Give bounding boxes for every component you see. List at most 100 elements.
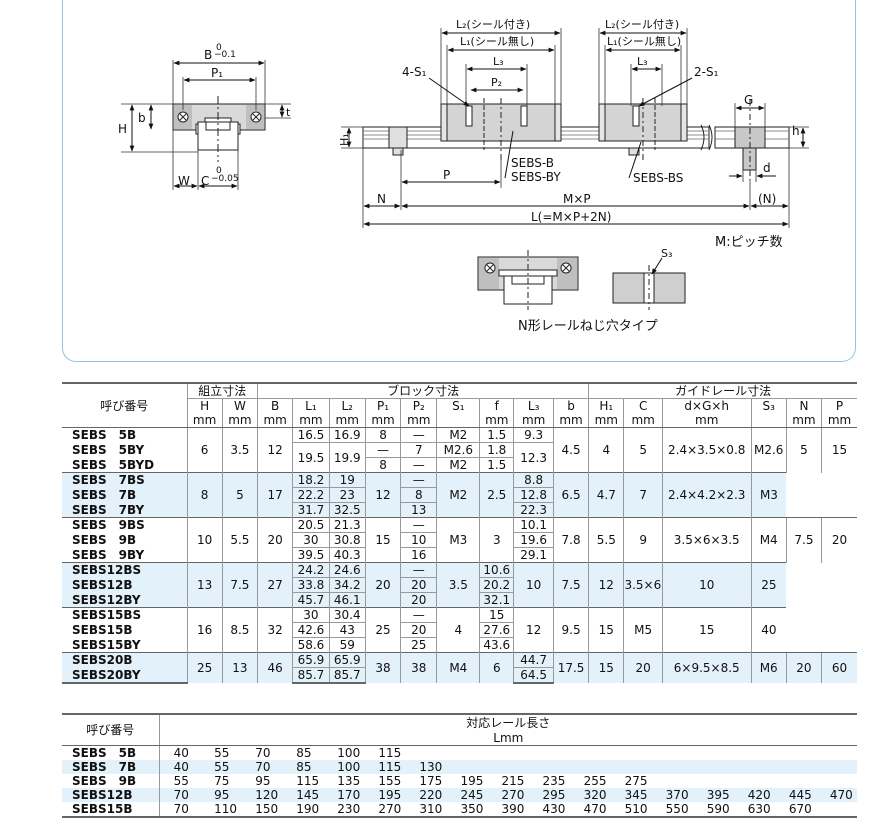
length-cell: 270 (364, 802, 406, 818)
dim-W-label: W (178, 174, 190, 188)
length-cell (651, 760, 693, 774)
column-header: B (257, 398, 293, 413)
cell-L3: 12.8 (513, 487, 554, 503)
cell-S1: M4 (436, 652, 480, 683)
row-model: SEBS 9B (62, 774, 160, 788)
cell-H: 10 (186, 517, 223, 563)
row-model: SEBS 9BY (62, 547, 187, 563)
length-cell (734, 746, 775, 761)
unit-header: mm (785, 413, 822, 428)
cell-L2: 21.3 (328, 517, 366, 533)
length-cell: 70 (241, 760, 283, 774)
length-cell (570, 746, 611, 761)
row-model: SEBS15B (62, 802, 160, 818)
cell-C: 7 (623, 472, 663, 518)
cell-P2: — (400, 427, 437, 443)
cell-dGh: 3.5×6×3.5 (661, 517, 752, 563)
cell-L1: 42.6 (292, 622, 330, 638)
column-header: L₁ (292, 398, 330, 413)
cell-P1: 8 (364, 427, 401, 443)
cell-C: 5 (623, 427, 663, 473)
cell-B: 46 (257, 652, 293, 683)
cell-L2: 30.8 (328, 532, 366, 548)
length-cell (815, 760, 857, 774)
s3-rail-view: S₃ (612, 247, 686, 310)
column-header: S₁ (436, 398, 480, 413)
dim-H1-label: H₁ (338, 133, 351, 146)
column-header: L₂ (328, 398, 366, 413)
cell-f: 1.8 (479, 442, 514, 458)
length-cell: 190 (282, 802, 324, 818)
spec-group-20: SEBS20B 25 13 46 65.9 65.9 38 38 M4 6 44… (62, 652, 857, 684)
table-row: SEBS15B 42.6 43 20 27.6 (62, 622, 857, 638)
dim-P2-label: P₂ (491, 76, 502, 89)
length-cell: 170 (323, 788, 365, 802)
cell-L3: 22.3 (513, 502, 554, 518)
cell-P2: 8 (400, 487, 437, 503)
dim-L1-left-label: L₁(シール無し) (460, 34, 534, 48)
header-group-block: ブロック寸法 (257, 382, 589, 399)
row-model: SEBS12BS (62, 562, 187, 578)
cell-S3: M6 (750, 652, 787, 683)
cell-P1: 8 (364, 457, 401, 473)
cell-L3: 20.2 (479, 577, 514, 593)
cell-P1: 12 (364, 472, 401, 518)
pitch-count-note: M:ピッチ数 (715, 235, 783, 250)
length-cell: 70 (159, 802, 201, 818)
cell-L1: 39.5 (292, 547, 330, 563)
dim-P1-label: P₁ (211, 66, 223, 80)
column-header: f (479, 398, 514, 413)
column-header: d×G×h (661, 398, 752, 413)
cell-P: 60 (821, 652, 857, 683)
row-model: SEBS 7B (62, 760, 160, 774)
label-sebs-by: SEBS-BY (511, 170, 561, 184)
length-cell (569, 760, 611, 774)
dim-L-label: L(=M×P+2N) (531, 210, 611, 224)
cell-dGh: 2.4×3.5×0.8 (661, 427, 752, 473)
length-cell: 470 (815, 788, 857, 802)
cell-S3: M3 (750, 472, 787, 518)
cell-L3: 27.6 (479, 622, 514, 638)
length-cell: 195 (364, 788, 406, 802)
table-row: SEBS 5B 6 3.5 12 16.5 16.9 8 — M2 1.5 9.… (62, 427, 857, 473)
length-cell (487, 746, 528, 761)
cell-P: 20 (821, 517, 857, 563)
length-cell: 120 (241, 788, 283, 802)
cell-B: 12 (257, 427, 293, 473)
cell-dGh: 3.5×6×4.5 (623, 562, 663, 608)
length-cell: 395 (692, 788, 734, 802)
length-cell: 245 (446, 788, 488, 802)
cell-L1: 33.8 (292, 577, 330, 593)
cell-P2: 25 (400, 637, 437, 653)
cell-f: 2.5 (479, 472, 514, 518)
column-header: P₁ (364, 398, 401, 413)
cell-P2: 20 (400, 592, 437, 608)
cell-S3: M2.6 (750, 427, 787, 473)
length-cell (816, 774, 857, 788)
length-cell (815, 802, 857, 818)
table-row: SEBS 9B 30 30.8 10 19.6 (62, 532, 857, 548)
length-cell: 630 (733, 802, 775, 818)
cell-b: 4.5 (552, 427, 589, 473)
cell-L2: 85.7 (328, 667, 366, 684)
cell-S3: M4 (750, 517, 787, 563)
cell-S1: M2 (436, 472, 480, 518)
length-cell: 55 (214, 746, 230, 760)
length-cell: 195 (460, 774, 484, 788)
unit-header: mm (552, 413, 589, 428)
table-row: SEBS12BS 13 7.5 27 24.2 24.6 20 — 3.5 10… (62, 562, 857, 608)
header-group-rail: ガイドレール寸法 (588, 382, 857, 399)
length-cell: 100 (337, 746, 361, 760)
dim-t-label: t (286, 106, 291, 119)
cell-b: 7.8 (552, 517, 589, 563)
dimension-drawing-panel: B 0 −0.1 P₁ H b t W C 0 −0.05 (62, 0, 856, 362)
cell-L3: 9.3 (513, 427, 554, 443)
dim-C-label: C (201, 174, 209, 188)
length-cell (652, 774, 693, 788)
length-cell: 390 (487, 802, 529, 818)
cell-W: 8.5 (221, 607, 258, 653)
